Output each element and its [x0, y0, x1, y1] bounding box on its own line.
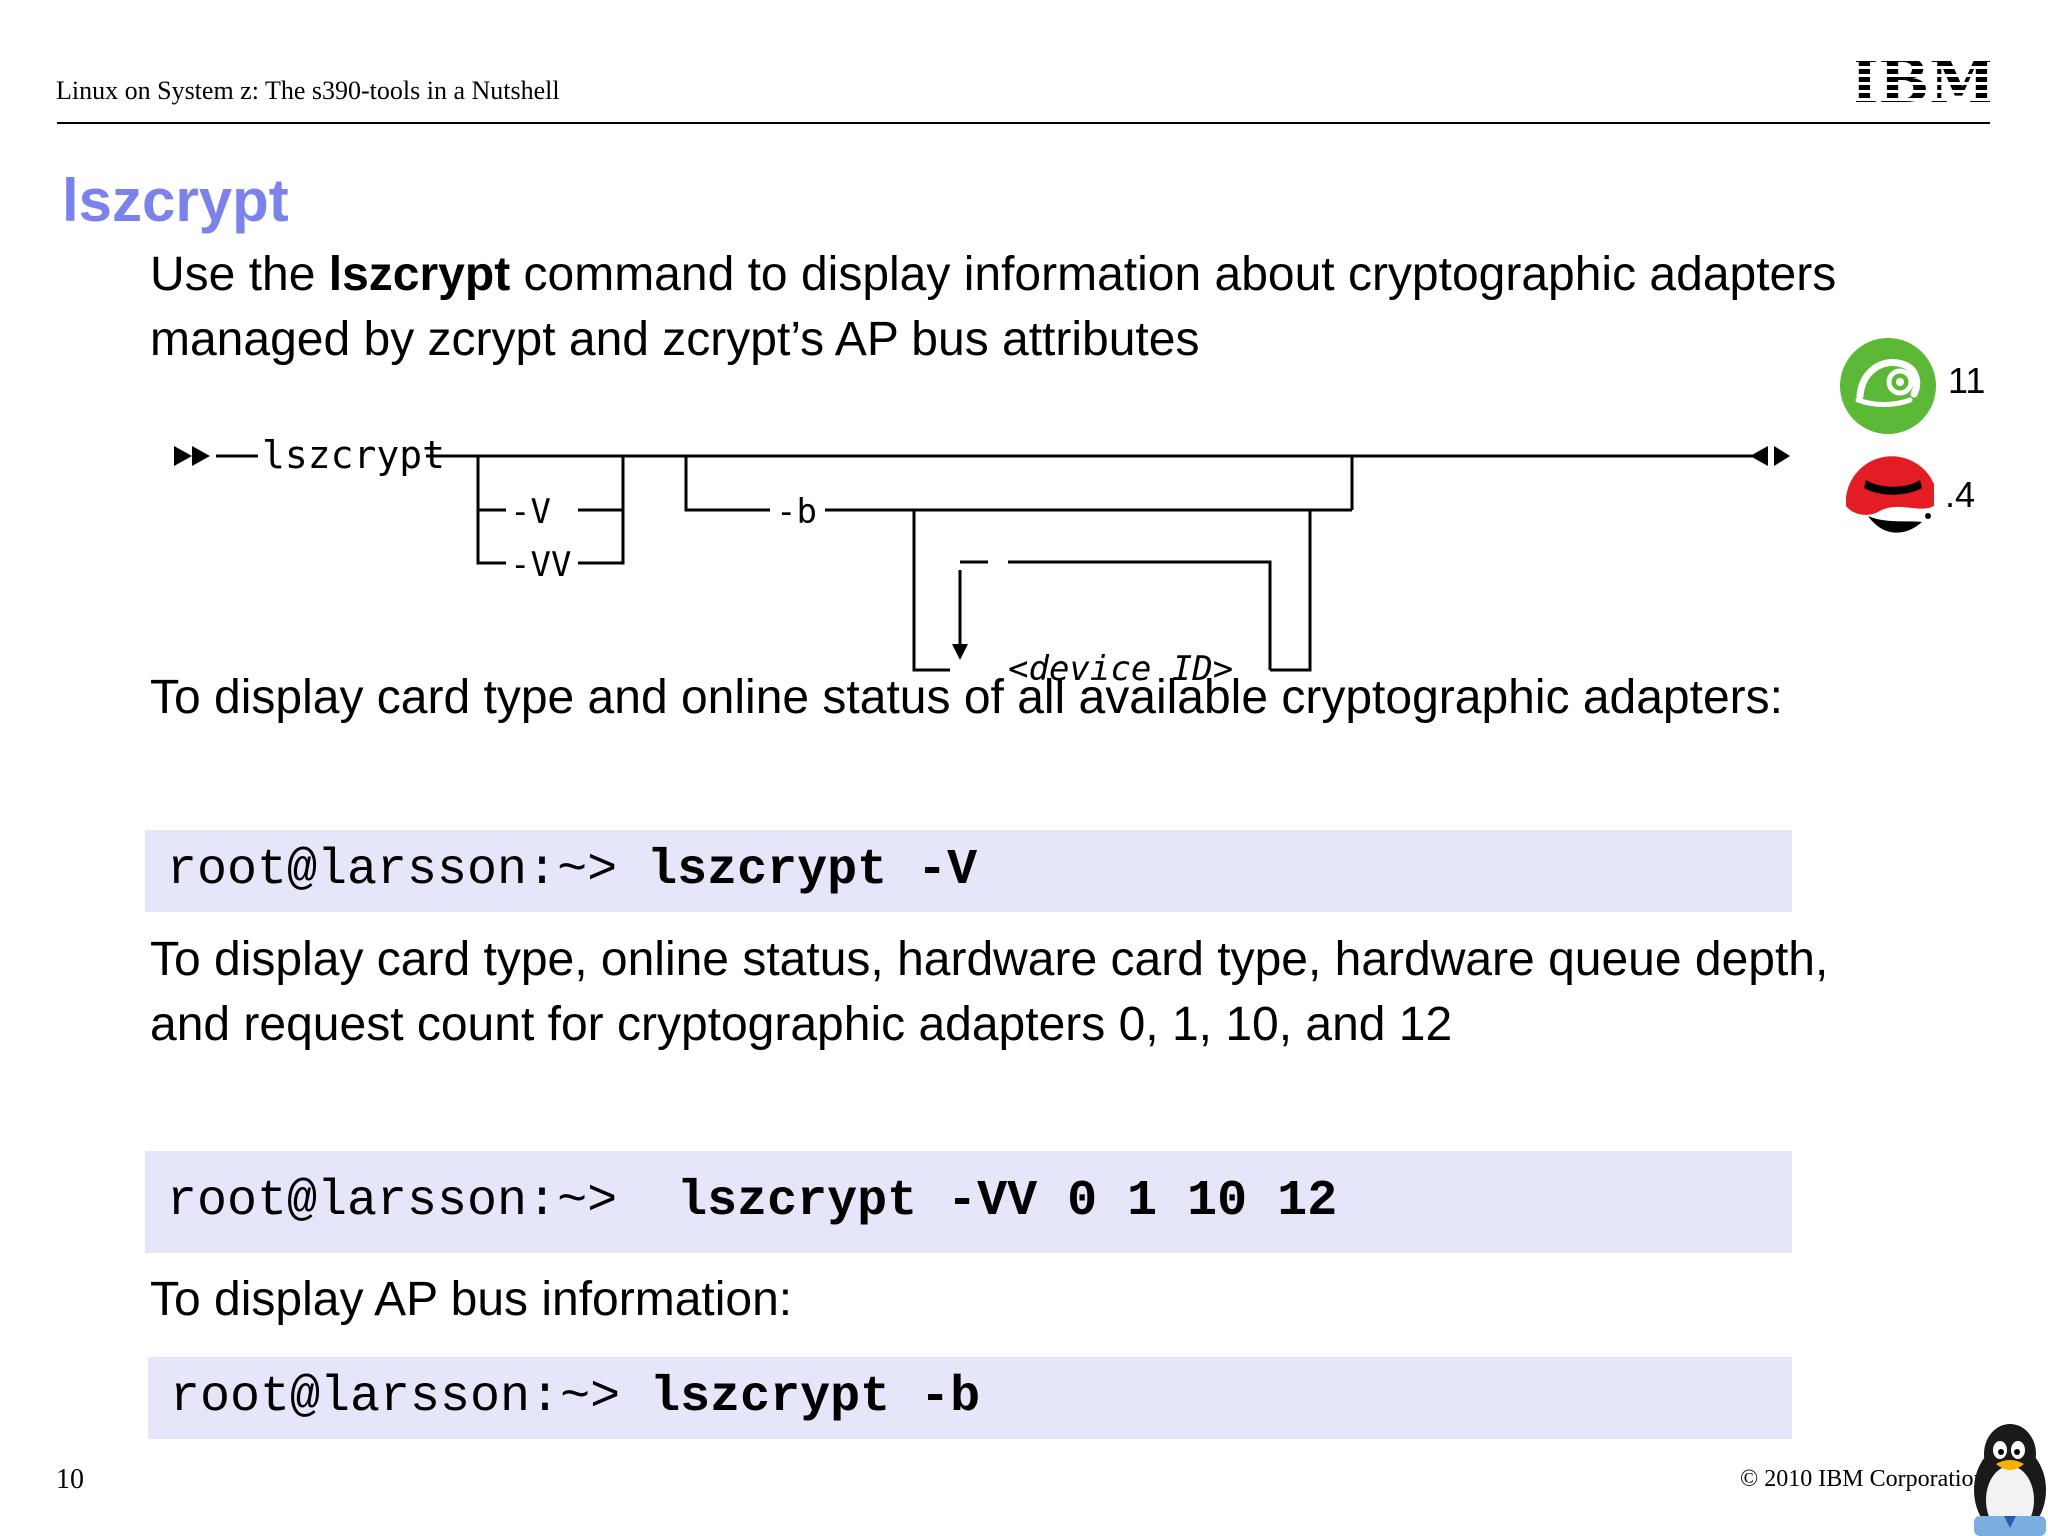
syntax-option-b: -b — [776, 492, 817, 532]
suse-version: 11 — [1948, 360, 1986, 401]
suse-gecko-icon — [1840, 338, 1936, 434]
example-1-prompt: root@larsson:~> — [167, 842, 648, 899]
syntax-parameter-device-id: <device ID> — [1008, 649, 1233, 689]
example-2-prompt: root@larsson:~> — [167, 1173, 678, 1230]
tux-penguin-icon — [1974, 1424, 2046, 1536]
intro-text-post: command to display information about cry… — [150, 248, 1837, 366]
slide-title: lszcrypt — [62, 167, 289, 234]
syntax-command: lszcrypt — [262, 433, 445, 477]
page-number: 10 — [56, 1464, 84, 1495]
intro-paragraph: Use the lszcrypt command to display info… — [150, 242, 1850, 372]
example-1-command: lszcrypt -V — [647, 842, 978, 899]
example-1-description: To display card type and online status o… — [150, 671, 1783, 724]
example-3-command: lszcrypt -b — [650, 1369, 981, 1426]
example-2-description: To display card type, online status, har… — [150, 933, 1829, 1051]
example-1-code-block: root@larsson:~> lszcrypt -V — [145, 830, 1792, 912]
example-3-description: To display AP bus information: — [150, 1273, 793, 1326]
red-hat-icon — [1840, 446, 1940, 546]
syntax-diagram: lszcrypt -V -VV -b <device ID> — [174, 433, 1790, 689]
example-3-prompt: root@larsson:~> — [170, 1369, 651, 1426]
red-hat-version: .4 — [1945, 474, 1976, 515]
ibm-logo: IBM — [1856, 52, 1990, 106]
example-2-command: lszcrypt -VV 0 1 10 12 — [677, 1173, 1338, 1230]
header-title: Linux on System z: The s390-tools in a N… — [56, 76, 560, 105]
syntax-option-vv: -VV — [510, 545, 571, 585]
example-3-code-block: root@larsson:~> lszcrypt -b — [148, 1357, 1792, 1439]
header-rule — [57, 122, 1990, 124]
intro-text-pre: Use the — [150, 248, 329, 301]
copyright-notice: © 2010 IBM Corporation — [1740, 1466, 1986, 1492]
example-2-code-block: root@larsson:~> lszcrypt -VV 0 1 10 12 — [145, 1151, 1792, 1253]
syntax-option-v: -V — [510, 492, 551, 532]
intro-command-name: lszcrypt — [328, 248, 511, 301]
